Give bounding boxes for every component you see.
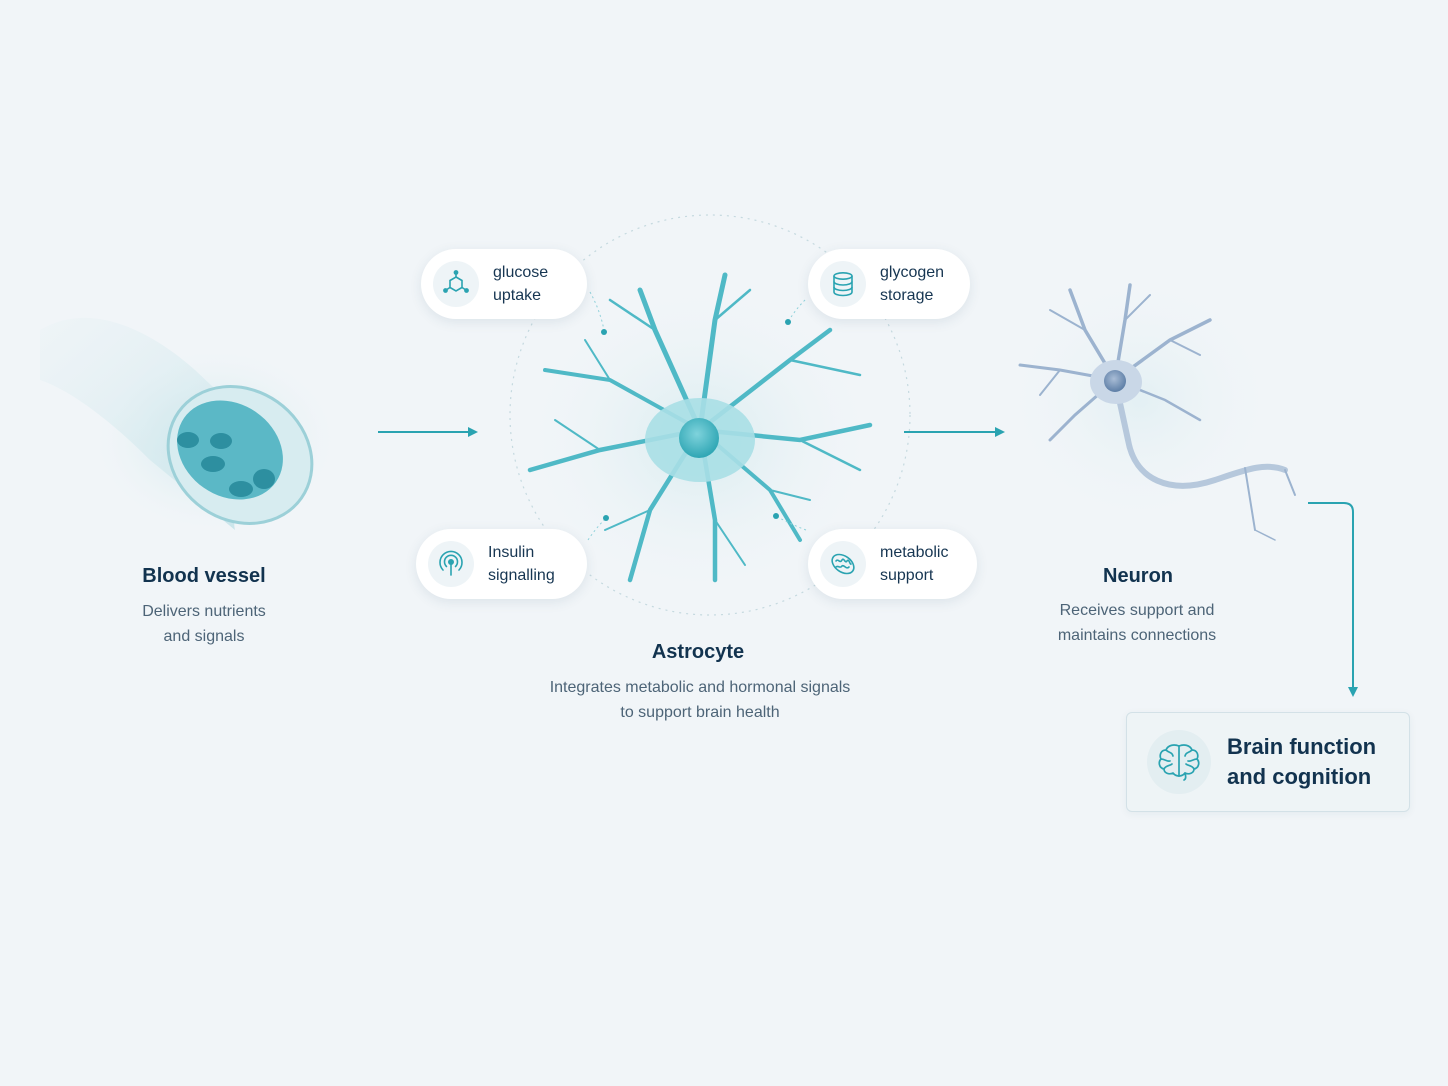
database-icon [820, 261, 866, 307]
function-line-2: signalling [488, 567, 555, 584]
blood-vessel-desc-line-2: and signals [163, 628, 245, 645]
function-pill-text: glucose uptake [493, 261, 548, 307]
blood-vessel-illustration [40, 317, 335, 530]
function-line-1: Insulin [488, 544, 535, 561]
outcome-card: Brain function and cognition [1126, 712, 1410, 812]
neuron-illustration [1010, 280, 1296, 541]
function-pill-glucose-uptake: glucose uptake [421, 249, 587, 319]
blood-vessel-desc-line-1: Delivers nutrients [142, 603, 266, 620]
molecule-icon [433, 261, 479, 307]
function-pill-glycogen-storage: glycogen storage [808, 249, 970, 319]
brain-icon [1147, 730, 1211, 794]
function-line-2: support [880, 567, 934, 584]
function-line-2: uptake [493, 287, 542, 304]
function-pill-metabolic-support: metabolic support [808, 529, 977, 599]
astrocyte-desc-line-2: to support brain health [620, 704, 780, 721]
mitochondria-icon [820, 541, 866, 587]
function-pill-text: metabolic support [880, 541, 948, 587]
blood-vessel-description: Delivers nutrients and signals [104, 599, 304, 649]
astrocyte-desc-line-1: Integrates metabolic and hormonal signal… [549, 679, 851, 696]
neuron-description: Receives support and maintains connectio… [1017, 598, 1257, 648]
astrocyte-illustration [509, 214, 911, 616]
function-line-2: storage [880, 287, 934, 304]
astrocyte-description: Integrates metabolic and hormonal signal… [500, 675, 900, 725]
outcome-line-1: Brain function [1227, 734, 1377, 759]
signal-icon [428, 541, 474, 587]
arrow-neuron-to-outcome [1308, 502, 1358, 697]
function-line-1: metabolic [880, 544, 949, 561]
outcome-text: Brain function and cognition [1227, 732, 1376, 792]
neuron-title: Neuron [1103, 565, 1173, 587]
blood-vessel-title: Blood vessel [142, 565, 266, 587]
neuron-desc-line-1: Receives support and [1059, 602, 1215, 619]
function-pill-text: glycogen storage [880, 261, 944, 307]
function-pill-text: Insulin signalling [488, 541, 555, 587]
outcome-line-2: and cognition [1227, 764, 1372, 789]
function-pill-insulin-signalling: Insulin signalling [416, 529, 587, 599]
function-line-1: glycogen [880, 264, 945, 281]
function-line-1: glucose [493, 264, 549, 281]
astrocyte-title: Astrocyte [651, 641, 745, 663]
neuron-desc-line-2: maintains connections [1057, 627, 1217, 644]
